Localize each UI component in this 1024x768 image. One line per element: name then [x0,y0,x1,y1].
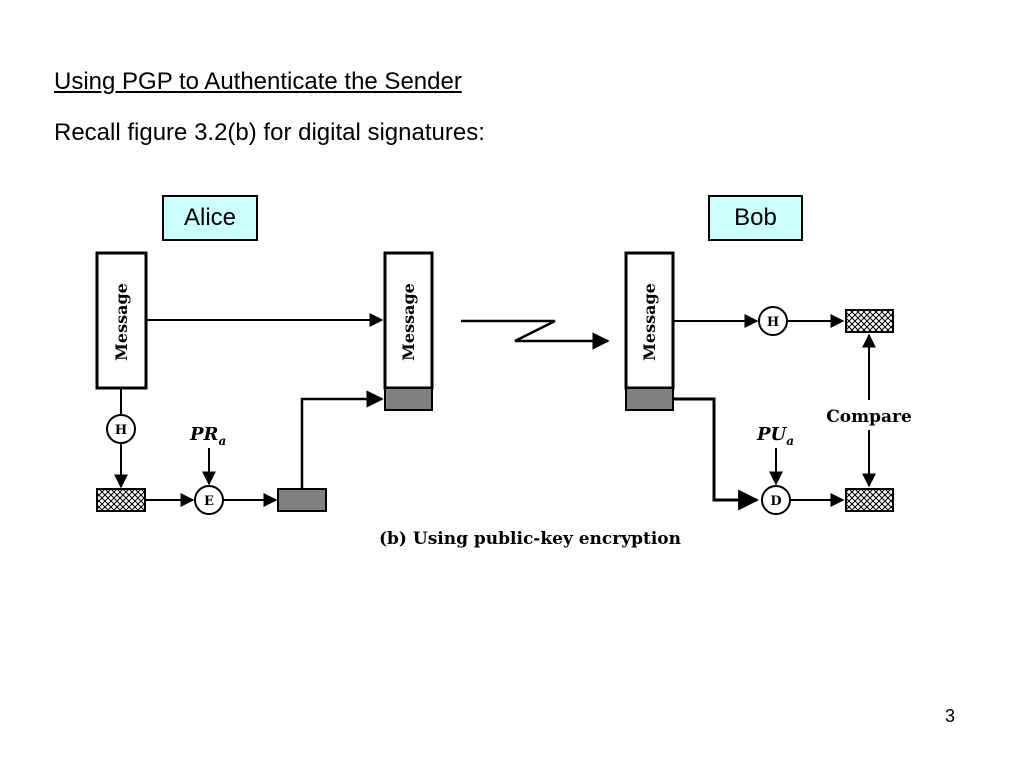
signature-attach-arrow [300,390,384,489]
sender-hash-label: H [115,423,127,438]
receiver-decrypted-digest-block [845,488,894,512]
sender-signature-block [277,488,327,512]
sender-name: Alice [183,204,237,231]
compare-label: Compare [826,407,912,427]
receiver-hash-label: H [767,315,779,330]
slide-title: Using PGP to Authenticate the Sender [54,68,462,95]
page-number: 3 [945,706,956,726]
transmitted-signature-block [384,387,433,411]
transmission-arrow [461,319,610,350]
figure-caption: (b) Using public-key encryption [379,529,681,549]
transmitted-message-label: Message [399,283,418,361]
received-message-label: Message [640,283,659,361]
compare-label-background [820,403,918,427]
public-key-label: PUa [756,424,794,448]
slide-subtitle: Recall figure 3.2(b) for digital signatu… [54,119,485,146]
received-signature-block [625,387,674,411]
encrypt-label: E [204,494,214,509]
receiver-computed-digest-block [845,309,894,333]
sender-label-box: Alice [162,195,258,241]
receiver-label-box: Bob [708,195,803,241]
signature-to-decrypt-arrow [673,397,760,511]
receiver-name: Bob [734,204,777,231]
transmitted-message-box [383,251,434,390]
sender-message-label: Message [112,283,131,361]
private-key-label: PRa [189,424,226,448]
decrypt-label: D [770,494,781,509]
sender-digest-block [96,488,146,512]
